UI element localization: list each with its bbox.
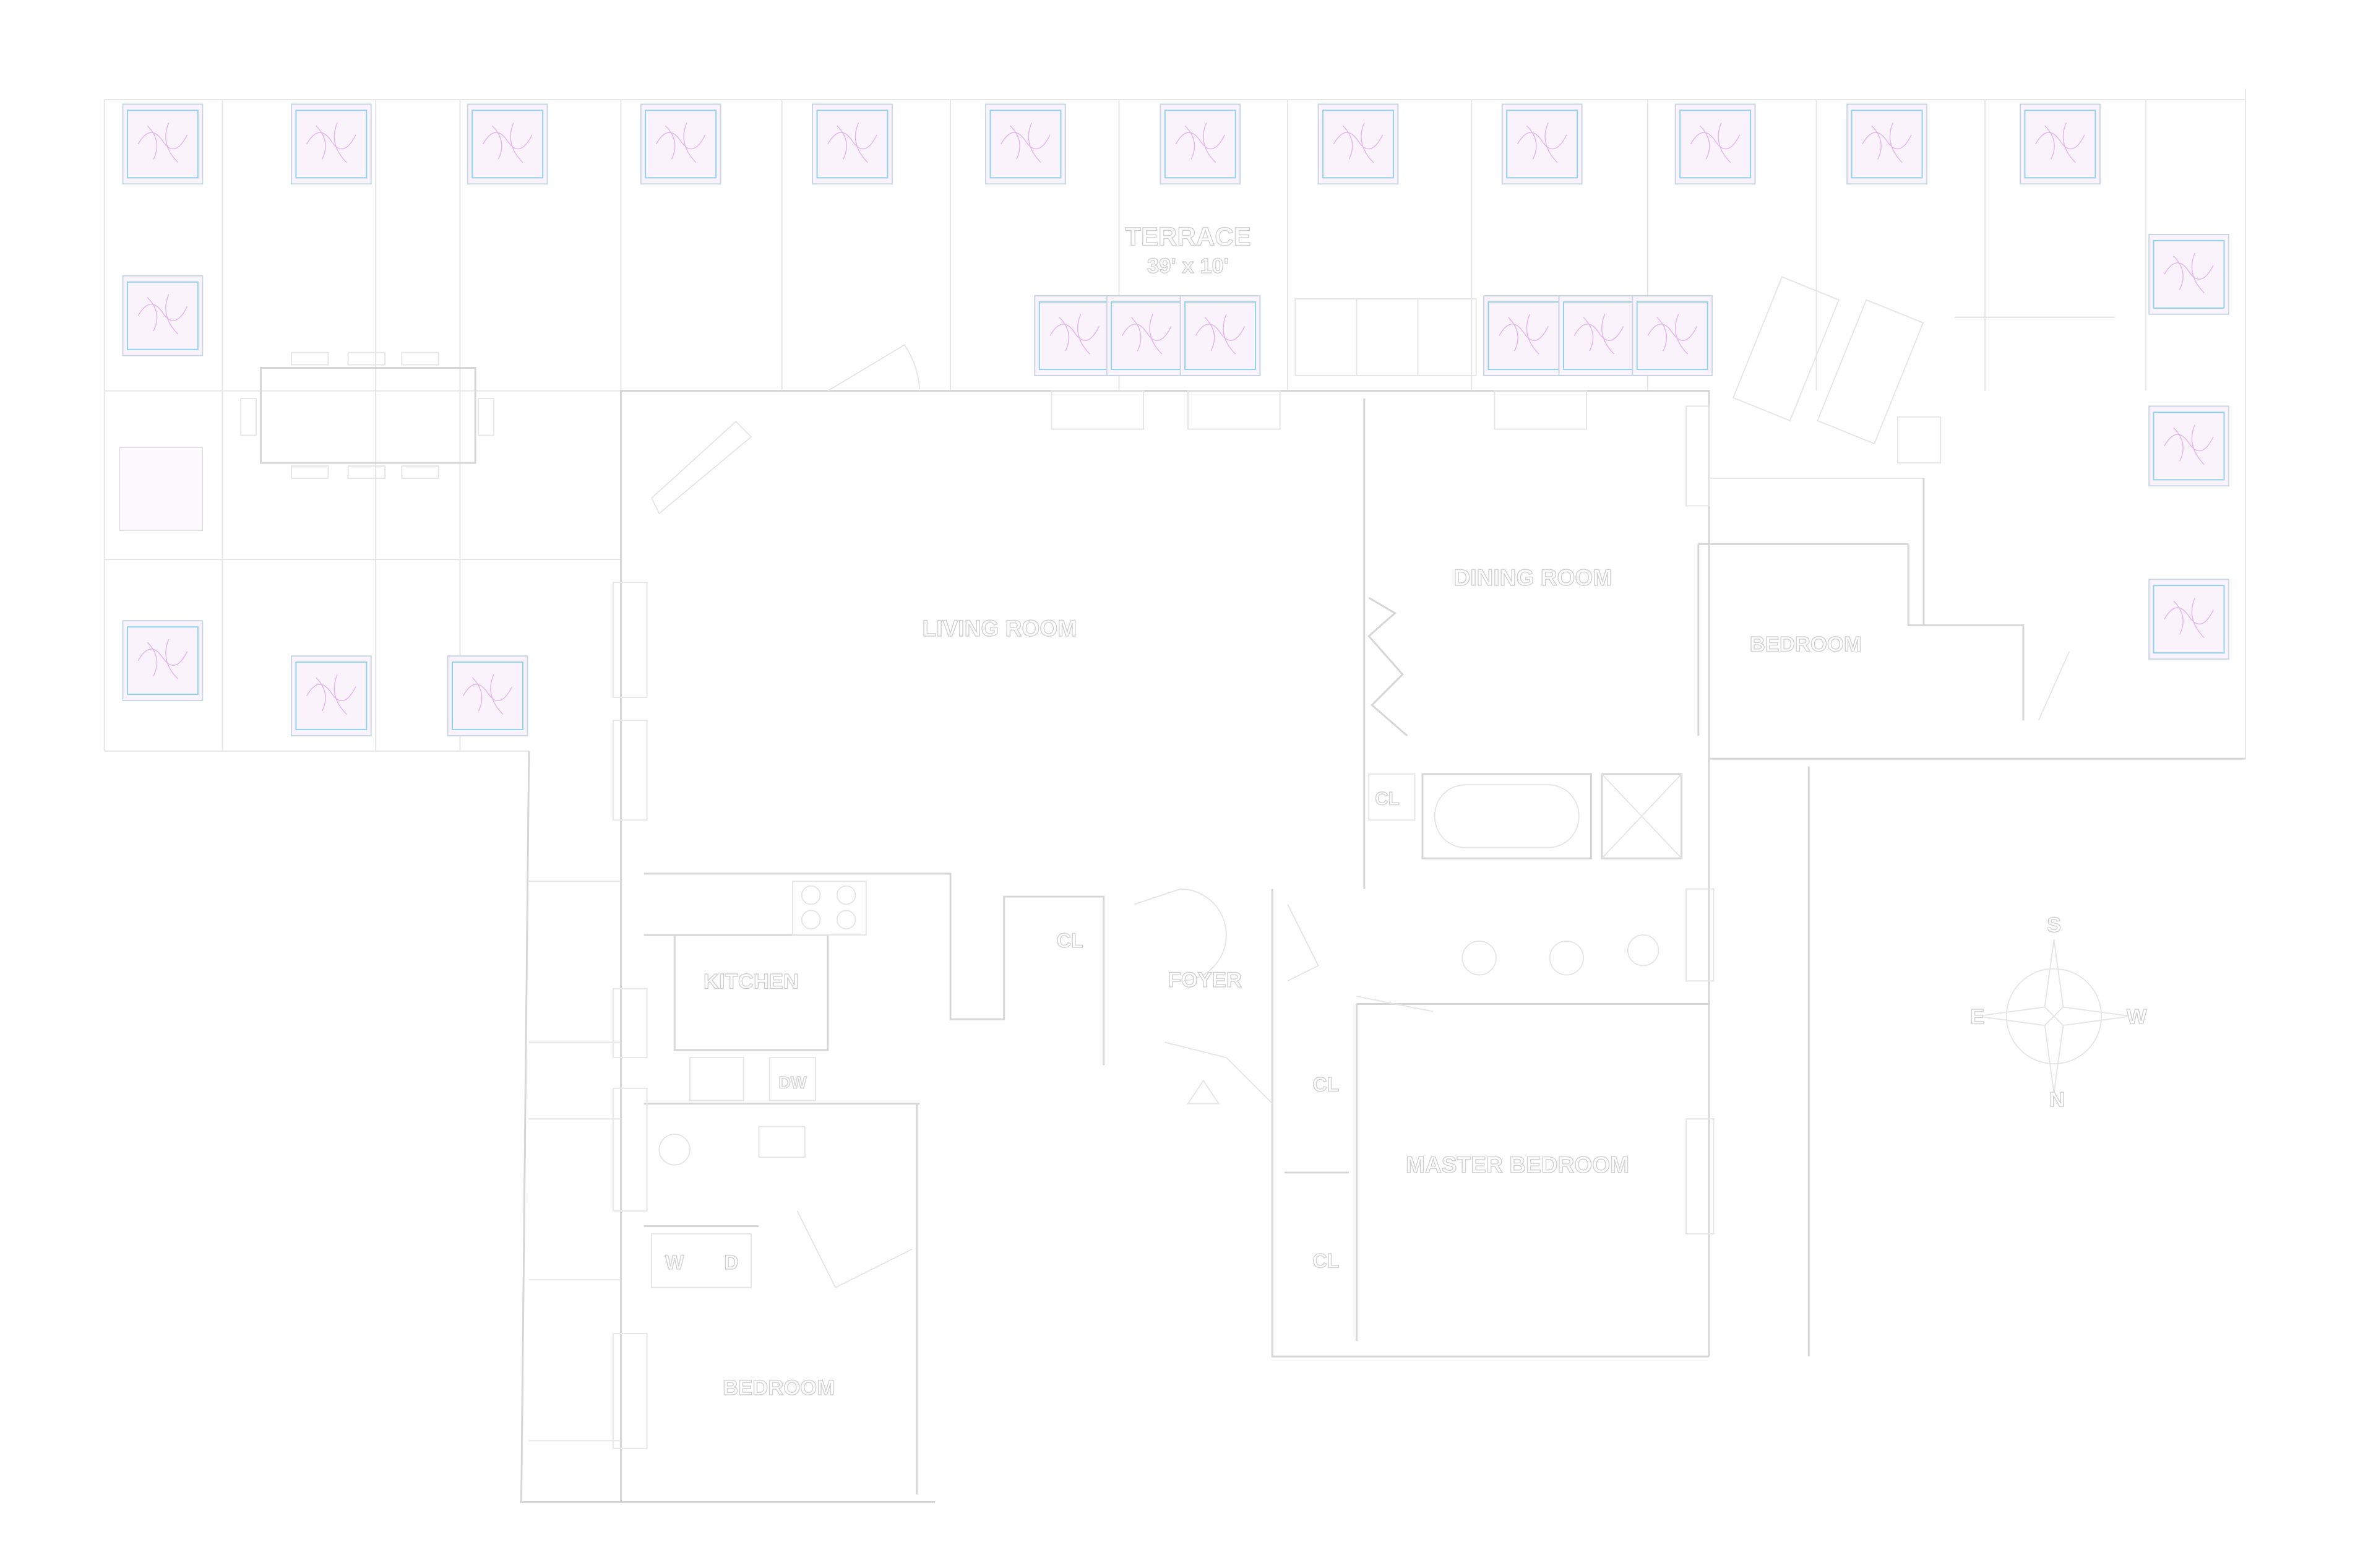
closet-label: CL (1375, 788, 1400, 809)
kitchen-label: KITCHEN (704, 970, 799, 994)
closet-label: CL (1312, 1074, 1339, 1096)
planter (467, 103, 548, 185)
planters (122, 103, 2229, 736)
walls (520, 343, 2246, 1503)
living-room-label: LIVING ROOM (922, 615, 1077, 641)
planter (2148, 579, 2229, 660)
planter (447, 655, 528, 736)
planter (2148, 233, 2229, 315)
room-labels: TERRACE 39' x 10' LIVING ROOM DINING ROO… (665, 222, 1862, 1400)
terrace-grid (103, 88, 2247, 759)
terrace-label: TERRACE (1125, 222, 1250, 251)
bedroom-2-label: BEDROOM (723, 1376, 835, 1400)
planter (122, 103, 204, 185)
planter (1483, 295, 1564, 376)
terrace-size: 39' x 10' (1147, 254, 1229, 278)
planter (290, 655, 372, 736)
planter (1632, 295, 1713, 376)
outdoor-dining-table (119, 351, 494, 531)
master-bedroom-label: MASTER BEDROOM (1406, 1152, 1629, 1178)
planter (122, 620, 204, 701)
planter (1501, 103, 1583, 185)
planter (1106, 295, 1187, 376)
planter (1317, 103, 1399, 185)
planter (1674, 103, 1756, 185)
compass-e: E (1970, 1006, 1984, 1029)
planter (812, 103, 893, 185)
foyer-label: FOYER (1168, 968, 1242, 992)
planter (1160, 103, 1241, 185)
planter (2020, 103, 2101, 185)
closet-label: CL (1057, 929, 1083, 952)
compass-n: N (2049, 1088, 2065, 1111)
planter (1846, 103, 1927, 185)
planter (2148, 405, 2229, 487)
planter (122, 275, 204, 356)
planter (1034, 295, 1116, 376)
planter (640, 103, 721, 185)
dining-room-label: DINING ROOM (1453, 564, 1612, 590)
bedroom-label: BEDROOM (1750, 633, 1862, 657)
planter (1179, 295, 1261, 376)
compass-s: S (2047, 913, 2061, 937)
compass-w: W (2127, 1006, 2147, 1029)
washer-label: W (665, 1251, 684, 1273)
lounge-chairs (1294, 276, 1942, 464)
dryer-label: D (724, 1251, 738, 1273)
dishwasher-label: DW (778, 1073, 807, 1092)
closet-label: CL (1312, 1250, 1339, 1272)
planter (985, 103, 1066, 185)
planter (1558, 295, 1640, 376)
planter (290, 103, 372, 185)
compass-rose: S E W N (1969, 913, 2147, 1112)
